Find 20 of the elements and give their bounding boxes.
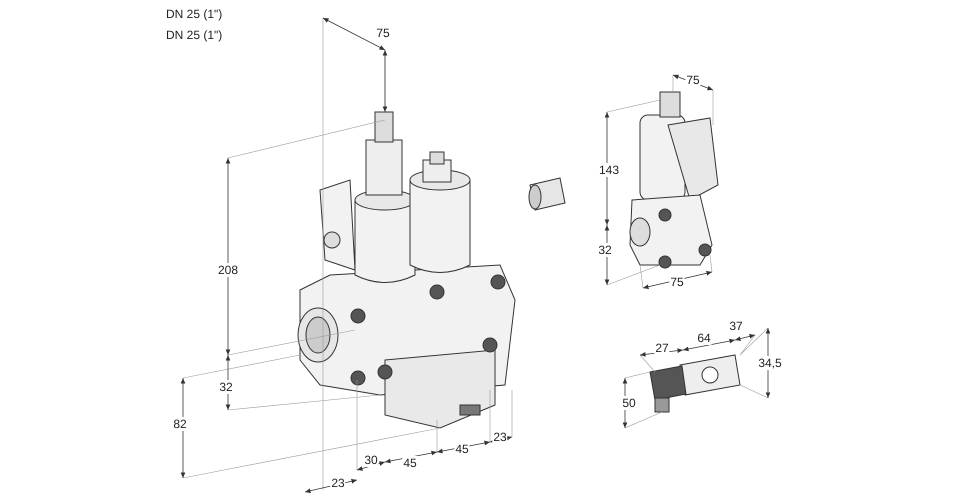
- dimension-label: 32: [218, 380, 234, 394]
- dimension-label: 30: [363, 453, 379, 467]
- dimension-label: 37: [728, 319, 744, 333]
- dimension-label: 23: [492, 430, 508, 444]
- dimension-label: 27: [654, 341, 670, 355]
- dimension-label: 208: [216, 263, 240, 277]
- dimension-label: 34,5: [757, 356, 783, 370]
- dimension-label: 50: [621, 396, 637, 410]
- size-label: DN 25 (1"): [165, 7, 224, 21]
- dimension-label: 32: [597, 243, 613, 257]
- dimension-label: 23: [330, 476, 346, 490]
- dimension-label: 45: [402, 456, 418, 470]
- dimension-label: 75: [669, 275, 685, 289]
- dimension-label: 45: [454, 442, 470, 456]
- dimension-label: 64: [696, 331, 712, 345]
- dimension-label: 75: [375, 26, 391, 40]
- dimension-label: 82: [172, 417, 188, 431]
- dimension-label: 143: [598, 163, 620, 177]
- dimension-label: 75: [685, 73, 701, 87]
- size-label: DN 25 (1"): [165, 28, 224, 42]
